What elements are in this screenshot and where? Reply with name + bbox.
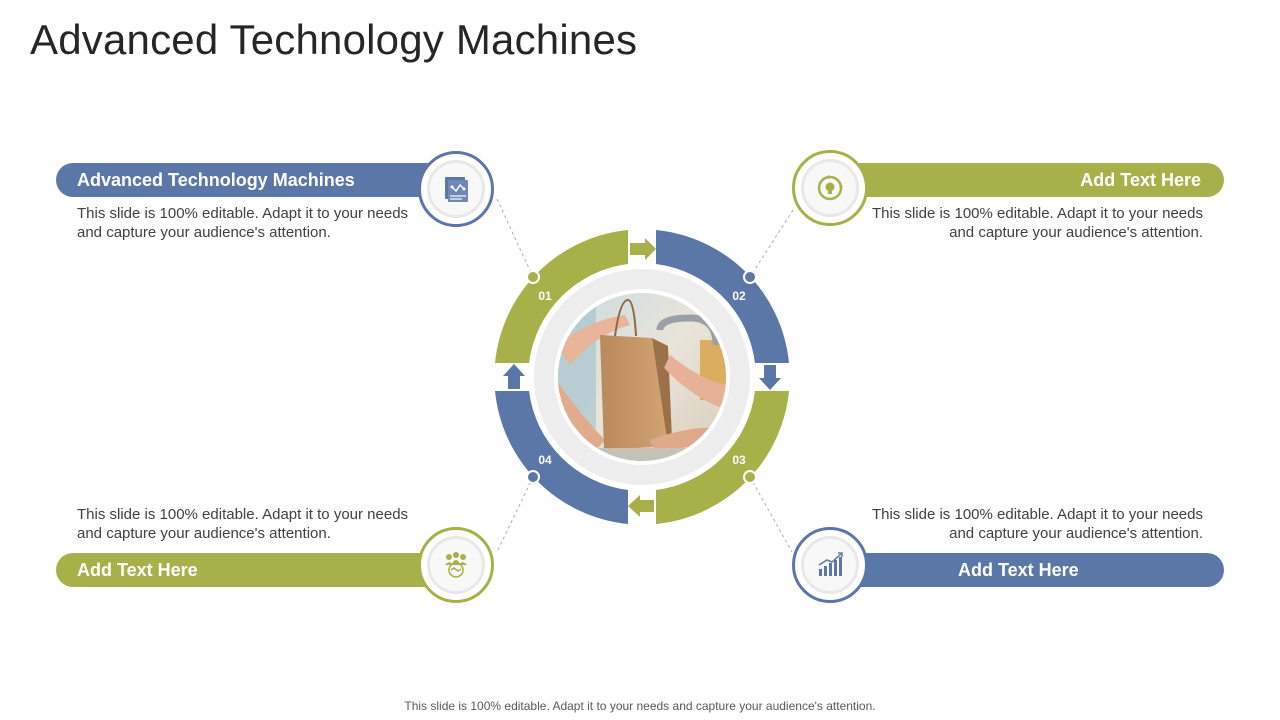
arrow-01-to-02	[630, 238, 656, 260]
step-03-icon-badge	[792, 527, 868, 603]
step-number-02: 02	[732, 289, 746, 303]
arrow-03-to-04	[628, 495, 654, 517]
step-02-description: This slide is 100% editable. Adapt it to…	[863, 204, 1203, 242]
step-02-icon-badge	[792, 150, 868, 226]
step-03-description: This slide is 100% editable. Adapt it to…	[863, 505, 1203, 543]
connector-line-04	[497, 477, 533, 552]
step-number-01: 01	[538, 289, 552, 303]
step-number-03: 03	[732, 453, 746, 467]
connector-line-01	[497, 199, 533, 277]
dot-02	[744, 271, 756, 283]
step-03-header-bar: Add Text Here	[830, 553, 1224, 587]
step-02-header-bar: Add Text Here	[830, 163, 1224, 197]
arrow-04-to-01	[503, 364, 525, 389]
team-handshake-icon	[441, 550, 471, 580]
step-04-icon-badge	[418, 527, 494, 603]
dot-01	[527, 271, 539, 283]
lightbulb-cycle-icon	[815, 173, 845, 203]
step-01-icon-badge	[418, 151, 494, 227]
step-04-header-bar: Add Text Here	[56, 553, 476, 587]
connector-line-03	[750, 477, 792, 552]
step-04-description: This slide is 100% editable. Adapt it to…	[77, 505, 417, 543]
strategy-document-icon	[441, 174, 471, 204]
arrow-02-to-03	[759, 365, 781, 390]
step-01-description: This slide is 100% editable. Adapt it to…	[77, 204, 417, 242]
dot-04	[527, 471, 539, 483]
step-03-heading: Add Text Here	[958, 553, 1224, 587]
connector-line-02	[750, 210, 793, 277]
step-01-heading: Advanced Technology Machines	[77, 163, 476, 197]
dot-03	[744, 471, 756, 483]
step-01-header-bar: Advanced Technology Machines	[56, 163, 476, 197]
step-02-heading: Add Text Here	[830, 163, 1201, 197]
step-04-heading: Add Text Here	[77, 553, 476, 587]
bar-chart-growth-icon	[815, 550, 845, 580]
step-number-04: 04	[538, 453, 552, 467]
footer-note: This slide is 100% editable. Adapt it to…	[0, 699, 1280, 713]
